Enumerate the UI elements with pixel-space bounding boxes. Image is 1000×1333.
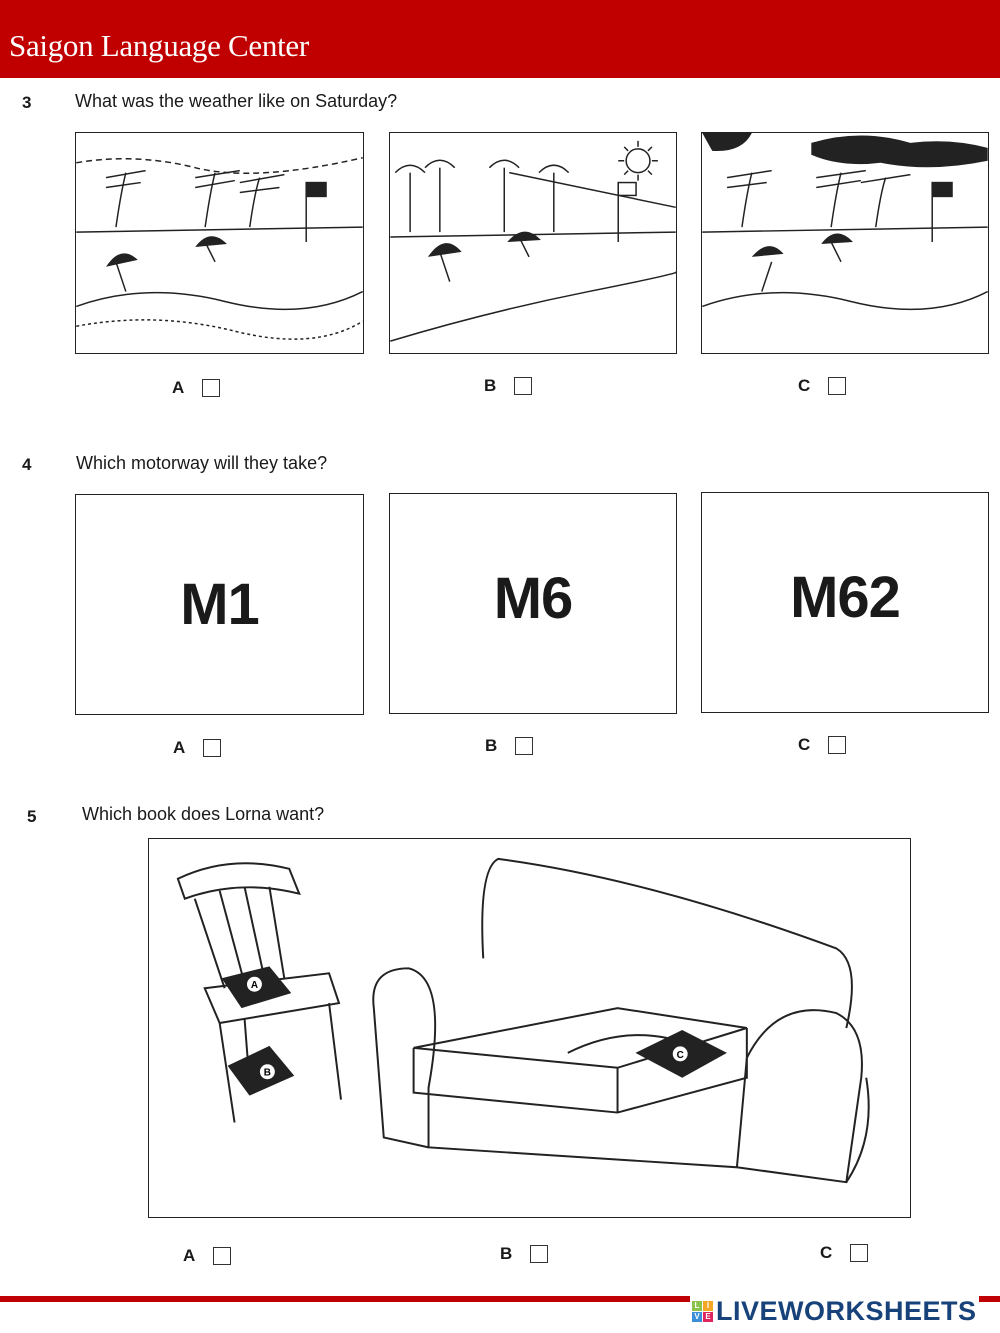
book-label-c: C bbox=[677, 1050, 684, 1061]
question-text: Which motorway will they take? bbox=[76, 453, 328, 473]
motorway-sign-m6: M6 bbox=[389, 493, 677, 714]
logo-cube: E bbox=[703, 1312, 713, 1322]
option-letter: C bbox=[798, 735, 811, 754]
option-letter: B bbox=[500, 1244, 513, 1263]
liveworksheets-logo[interactable]: L I V E LIVEWORKSHEETS bbox=[690, 1296, 979, 1327]
question-number: 3 bbox=[22, 93, 32, 112]
q4-option-c[interactable]: C bbox=[798, 735, 847, 755]
q5-option-c[interactable]: C bbox=[820, 1243, 869, 1263]
answer-checkbox[interactable] bbox=[514, 377, 533, 395]
answer-checkbox[interactable] bbox=[202, 379, 221, 397]
option-letter: A bbox=[173, 738, 186, 757]
question-text: Which book does Lorna want? bbox=[82, 804, 325, 824]
answer-checkbox[interactable] bbox=[213, 1247, 232, 1265]
beach-windy-image bbox=[75, 132, 364, 354]
option-letter: C bbox=[820, 1243, 833, 1262]
book-label-b: B bbox=[264, 1068, 271, 1079]
question-text: What was the weather like on Saturday? bbox=[75, 91, 398, 111]
option-letter: B bbox=[485, 736, 498, 755]
motorway-sign-m62: M62 bbox=[701, 492, 989, 713]
logo-cube: V bbox=[692, 1312, 702, 1322]
q3-option-a[interactable]: A bbox=[172, 378, 221, 398]
logo-cube: I bbox=[703, 1301, 713, 1311]
answer-checkbox[interactable] bbox=[828, 736, 847, 754]
q5-option-b[interactable]: B bbox=[500, 1244, 549, 1264]
logo-text: LIVEWORKSHEETS bbox=[716, 1296, 977, 1326]
chair-sofa-books-image: A B C bbox=[148, 838, 911, 1218]
motorway-sign-m1: M1 bbox=[75, 494, 364, 715]
question-number: 4 bbox=[22, 455, 32, 474]
answer-checkbox[interactable] bbox=[515, 737, 534, 755]
q4-option-a[interactable]: A bbox=[173, 738, 222, 758]
book-label-a: A bbox=[251, 980, 258, 991]
question-number: 5 bbox=[27, 807, 37, 826]
page-title: Saigon Language Center bbox=[9, 28, 309, 63]
header-bar: Saigon Language Center bbox=[0, 0, 1000, 78]
answer-checkbox[interactable] bbox=[203, 739, 222, 757]
answer-checkbox[interactable] bbox=[530, 1245, 549, 1263]
footer-divider bbox=[0, 1296, 1000, 1302]
option-letter: A bbox=[183, 1246, 196, 1265]
option-letter: A bbox=[172, 378, 185, 397]
logo-cube: L bbox=[692, 1301, 702, 1311]
option-letter: C bbox=[798, 376, 811, 395]
answer-checkbox[interactable] bbox=[828, 377, 847, 395]
q4-option-b[interactable]: B bbox=[485, 736, 534, 756]
q3-option-b[interactable]: B bbox=[484, 376, 533, 396]
logo-cubes-icon: L I V E bbox=[692, 1301, 713, 1322]
q3-option-c[interactable]: C bbox=[798, 376, 847, 396]
q5-option-a[interactable]: A bbox=[183, 1246, 232, 1266]
option-letter: B bbox=[484, 376, 497, 395]
answer-checkbox[interactable] bbox=[850, 1244, 869, 1262]
beach-stormy-image bbox=[701, 132, 989, 354]
beach-sunny-image bbox=[389, 132, 677, 354]
